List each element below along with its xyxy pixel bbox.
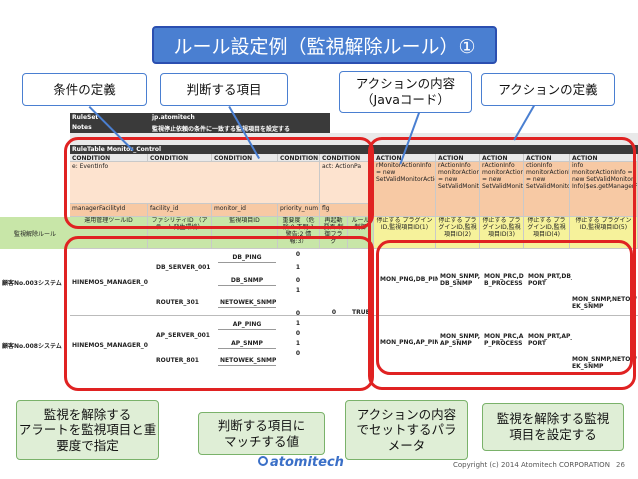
rule-control-value: TRUE [352,309,370,316]
customer-2: 顧客No.008システム [2,343,62,350]
action-2-4: MON_PRT,AP_ PORT [528,333,572,347]
monitor-3: NETOWEK_SNMP [218,299,276,308]
row-header-flag: 再起動 要否 制御フラグ [320,217,348,249]
server-2: ROUTER_301 [156,299,199,306]
code-facility-id: facility_id [148,204,212,217]
action-2-1: MON_PNG,AP_PING [380,339,438,346]
row-header-rule-text: 監視解除ルール [13,230,56,238]
condition-header-3: CONDITION [212,154,278,162]
copyright: Copyright (c) 2014 Atomitech CORPORATION [453,461,610,469]
action-header-2: ACTION [436,154,480,162]
action-row-header-2: 停止する プラグインID,監視項目ID(2) [436,217,480,249]
atomitech-logo-icon [258,456,268,466]
table-name: RuleTable Monitor_Control [70,145,638,154]
condition-header-4: CONDITION [278,154,320,162]
callout-action-param: アクションの内容 でセットするパラ メータ [345,400,468,460]
action-1-5: MON_SNMP,NETOW EK_SNMP [572,296,637,310]
code-monitor-id: monitor_id [212,204,278,217]
blank-row [70,133,638,145]
callout-action-content: アクションの内容 （Javaコード） [339,71,472,113]
action-param-cell: act: ActionPa [320,162,374,204]
server-3: AP_SERVER_001 [156,332,210,339]
row-header-priority: 重要度 （危険:0 不明:1 警告:2 情報:3） [278,217,320,249]
action-code-2: rActionInfo monitorActionInfo = new SetV… [436,162,480,217]
row-header-rule-control: ルール制御 [348,217,374,249]
condition-header-2: CONDITION [148,154,212,162]
priority-9: 0 [295,350,301,357]
callout-condition-definition-text: 条件の定義 [53,81,116,97]
callout-match-value: 判断する項目に マッチする値 [198,412,325,455]
action-1-4: MON_PRT,DB_ PORT [528,273,572,287]
callout-condition-definition: 条件の定義 [22,73,147,106]
condition-header-1: CONDITION [70,154,148,162]
priority-5: 0 [295,310,301,317]
priority-7: 0 [295,330,301,337]
row-header-manager: 運用管理ツールID [70,217,148,249]
callout-monitor-item-text: 監視を解除する監視 項目を設定する [496,411,610,442]
callout-judge-item: 判断する項目 [160,73,288,106]
callout-action-content-text: アクションの内容 （Javaコード） [355,76,456,107]
action-header-3: ACTION [480,154,524,162]
monitor-1: DB_PING [218,253,276,263]
callout-action-param-text: アクションの内容 でセットするパラ メータ [356,406,457,453]
callout-monitor-item: 監視を解除する監視 項目を設定する [482,403,624,451]
action-row-header-1: 停止する プラグインID,監視項目ID(1) [374,217,436,249]
action-code-4: ctionInfo monitorActionInfo = new SetVal… [524,162,570,217]
action-1-1: MON_PNG,DB_PING [380,276,438,283]
condition-header-5: CONDITION [320,154,374,162]
action-1-2: MON_SNMP, DB_SNMP [440,273,480,287]
spacer [450,113,454,115]
event-info-cell: e: EventInfo [70,162,320,204]
ruleset-label: RuleSet [70,113,150,123]
code-manager-facility: managerFacilityId [70,204,148,217]
monitor-5: AP_SNMP [218,339,276,349]
callout-action-definition-text: アクションの定義 [498,81,598,97]
priority-4: 1 [295,287,301,294]
action-row-header-3: 停止する プラグインID,監視項目ID(3) [480,217,524,249]
server-1: DB_SERVER_001 [156,264,211,271]
action-code-5: info monitorActionInfo = new SetValidMon… [570,162,638,217]
callout-judge-item-text: 判断する項目 [186,81,262,97]
priority-2: 1 [295,264,301,271]
callout-action-definition: アクションの定義 [481,73,615,106]
action-row-header-5: 停止する プラグインID,監視項目ID(5) [570,217,638,249]
row-header-rule-cell: 監視解除ルール [0,217,70,249]
action-1-3: MON_PRC,D B_PROCESS [484,273,524,287]
callout-match-value-text: 判断する項目に マッチする値 [217,417,306,449]
action-header-5: ACTION [570,154,638,162]
page-title: ルール設定例（監視解除ルール）① [152,26,497,64]
action-header-1: ACTION [374,154,436,162]
row-header-monitor: 監視項目ID [212,217,278,249]
monitor-4: AP_PING [218,320,276,330]
action-code-3: rActionInfo monitorActionInfo = new SetV… [480,162,524,217]
action-header-4: ACTION [524,154,570,162]
action-2-3: MON_PRC,A P_PROCESS [484,333,524,347]
monitor-6: NETOWEK_SNMP [218,357,276,366]
server-4: ROUTER_801 [156,357,199,364]
priority-8: 1 [295,340,301,347]
customer-1: 顧客No.003システム [2,280,62,287]
action-row-header-4: 停止する プラグインID,監視項目ID(4) [524,217,570,249]
code-priority: priority_num [278,204,320,217]
rule-spreadsheet: RuleSet jp.atomitech Notes 監視停止依頼の条件に一致す… [70,113,638,388]
manager-2: HINEMOS_MANAGER_008 [72,342,148,349]
priority-3: 0 [295,277,301,284]
action-2-2: MON_SNMP, AP_SNMP [440,333,480,347]
row-header-facility: ファシリティID （アラート発生環境） [148,217,212,249]
action-2-5: MON_SNMP,NETOW EK_SNMP [572,356,637,370]
action-code-1: rMonitorActionInfo = new SetValidMonitor… [374,162,436,217]
callout-alert-item-text: 監視を解除する アラートを監視項目と重 要度で指定 [18,406,157,453]
footer-logo: atomitech [270,455,344,470]
code-flg: flg [320,204,374,217]
callout-alert-item: 監視を解除する アラートを監視項目と重 要度で指定 [16,400,159,460]
row-divider [70,315,638,316]
flag-value: 0 [331,309,337,316]
priority-1: 0 [295,251,301,258]
ruleset-value: jp.atomitech [150,113,330,123]
manager-1: HINEMOS_MANAGER_003 [72,279,148,286]
priority-6: 1 [295,320,301,327]
page-number: 26 [616,461,625,469]
monitor-2: DB_SNMP [218,276,276,286]
